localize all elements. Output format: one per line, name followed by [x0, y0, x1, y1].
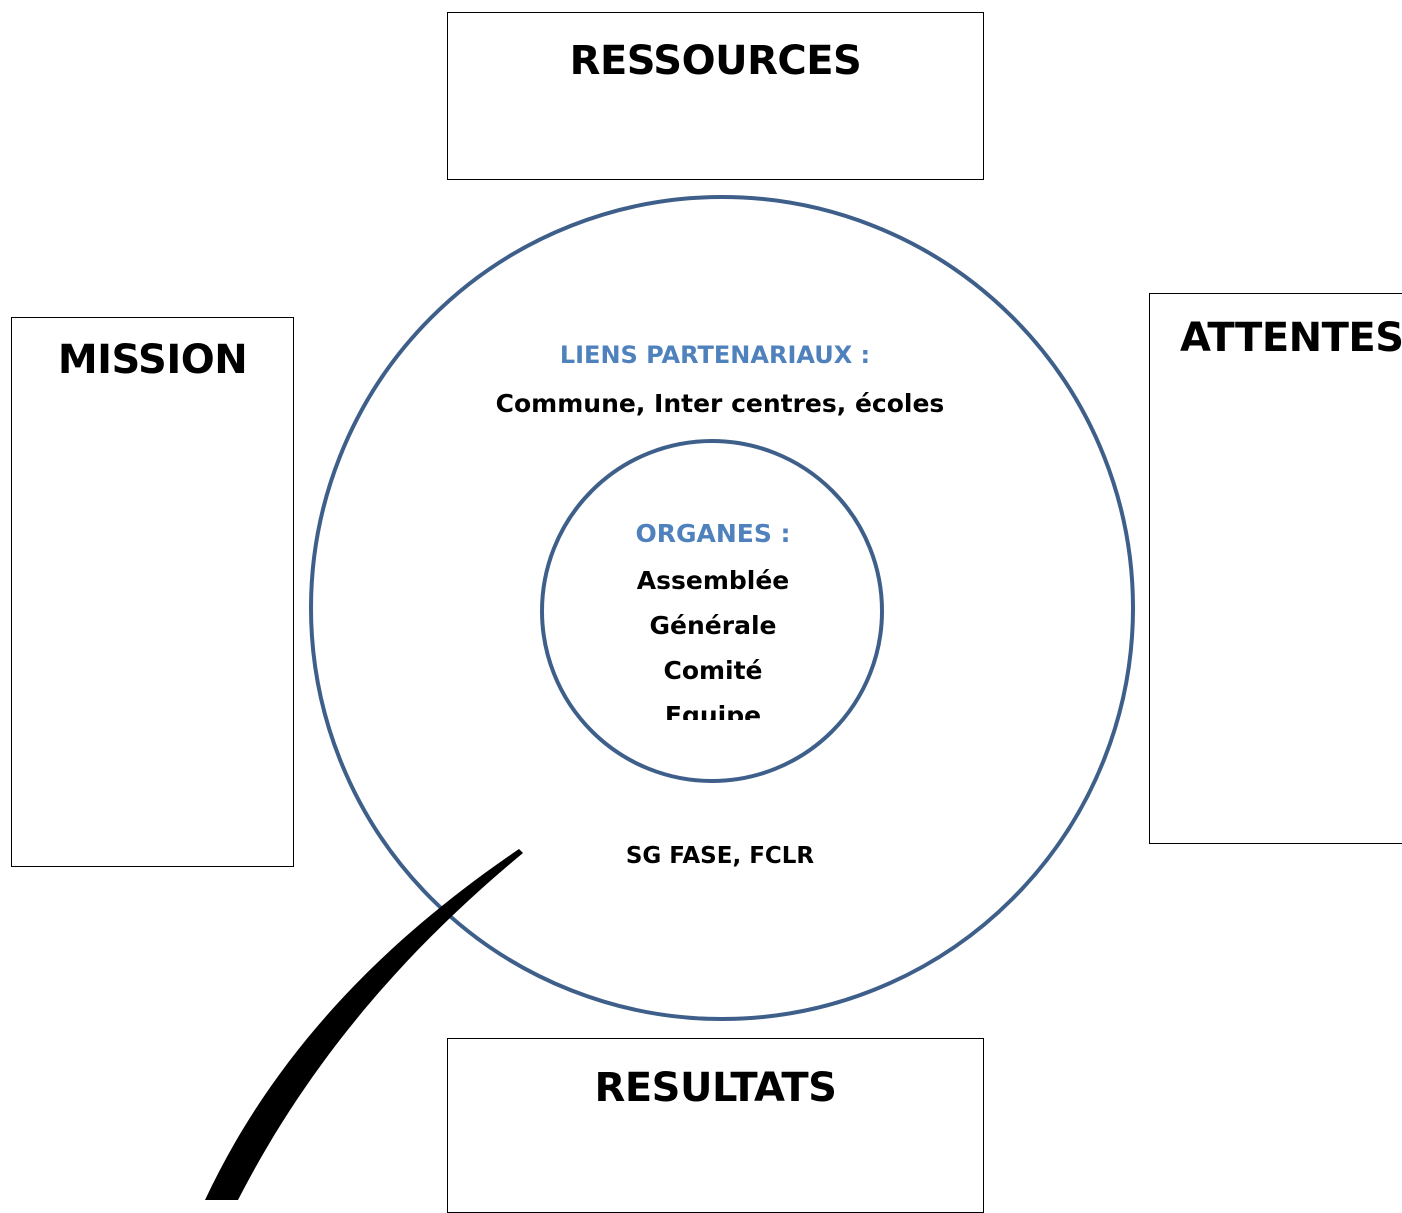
- organs-line: Assemblée: [636, 566, 790, 595]
- organs-line: Générale: [649, 611, 777, 640]
- resultats-title: RESULTATS: [594, 1065, 837, 1111]
- organs-line: Equipe: [664, 701, 762, 720]
- mission-title: MISSION: [57, 337, 248, 383]
- partner-links-heading: LIENS PARTENARIAUX :: [559, 341, 871, 369]
- organs-text-block: ORGANES : Assemblée Générale Comité Equi…: [553, 516, 873, 720]
- attentes-title: ATTENTES: [1180, 315, 1402, 361]
- organs-heading: ORGANES :: [635, 519, 791, 548]
- organs-line: Comité: [663, 656, 763, 685]
- partner-links-list: Commune, Inter centres, écoles: [495, 389, 945, 418]
- ressources-box: RESSOURCES: [447, 12, 984, 180]
- mission-box: MISSION: [11, 317, 294, 867]
- federations-label: SG FASE, FCLR: [625, 843, 815, 869]
- resultats-box: RESULTATS: [447, 1038, 984, 1213]
- attentes-box: ATTENTES: [1149, 293, 1402, 844]
- ressources-title: RESSOURCES: [569, 38, 862, 84]
